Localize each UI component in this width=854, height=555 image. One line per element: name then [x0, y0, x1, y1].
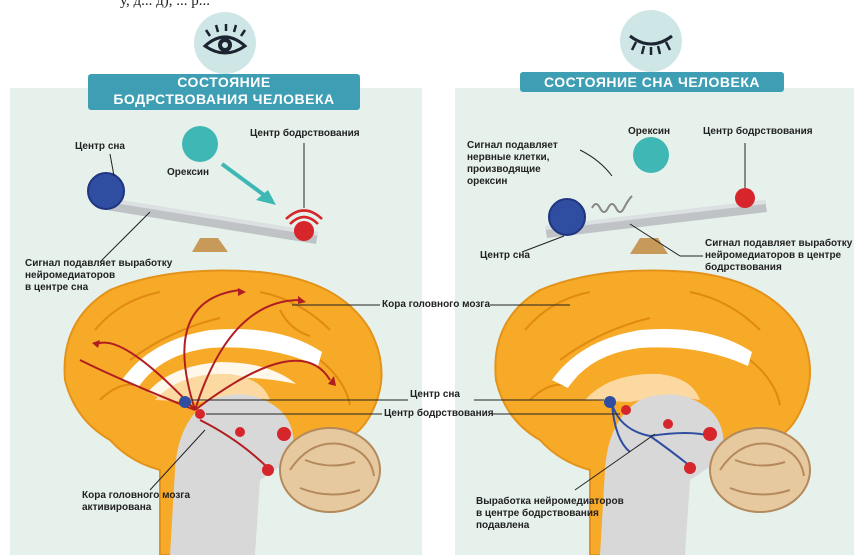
inhibit-signal-wave [592, 196, 632, 212]
awake-seesaw [106, 198, 318, 252]
left-signal-line2: нейромедиаторов [25, 270, 172, 282]
awake-banner-line2: БОДРСТВОВАНИЯ ЧЕЛОВЕКА [88, 91, 360, 108]
right-wake-center-ball [735, 188, 755, 208]
right-signal-line3: производящие [467, 164, 558, 176]
production-suppressed-label: Выработка нейромедиаторов в центре бодрс… [476, 496, 624, 532]
right-signal2-line2: нейромедиаторов в центре [705, 250, 852, 262]
right-orexin-ball [633, 137, 669, 173]
left-signal-line3: в центре сна [25, 282, 172, 294]
awake-state-banner: СОСТОЯНИЕ БОДРСТВОВАНИЯ ЧЕЛОВЕКА [88, 74, 360, 110]
right-signal2-line1: Сигнал подавляет выработку [705, 238, 852, 250]
left-signal-label: Сигнал подавляет выработку нейромедиатор… [25, 258, 172, 294]
right-signal-line2: нервные клетки, [467, 152, 558, 164]
right-signal-wake-label: Сигнал подавляет выработку нейромедиатор… [705, 238, 852, 274]
production-line2: в центре бодрствования [476, 508, 624, 520]
awake-banner-line1: СОСТОЯНИЕ [88, 74, 360, 91]
right-sleep-center-label: Центр сна [480, 250, 530, 262]
production-line3: подавлена [476, 520, 624, 532]
closed-eye-icon [630, 36, 672, 55]
right-signal2-line3: бодрствования [705, 262, 852, 274]
cortex-activated-line1: Кора головного мозга [82, 490, 190, 502]
open-eye-icon [205, 24, 245, 53]
left-sleep-center-ball [88, 173, 124, 209]
cortex-label: Кора головного мозга [382, 299, 490, 311]
left-wake-center-ball [294, 221, 314, 241]
cortex-activated-line2: активирована [82, 502, 190, 514]
left-signal-line1: Сигнал подавляет выработку [25, 258, 172, 270]
left-wake-center-label: Центр бодрствования [250, 128, 360, 140]
right-signal-line1: Сигнал подавляет [467, 140, 558, 152]
center-sleep-center-label: Центр сна [410, 389, 460, 401]
center-wake-center-label: Центр бодрствования [384, 408, 494, 420]
production-line1: Выработка нейромедиаторов [476, 496, 624, 508]
sleep-state-banner: СОСТОЯНИЕ СНА ЧЕЛОВЕКА [520, 72, 784, 92]
right-signal-line4: орексин [467, 176, 558, 188]
right-sleep-center-ball [549, 199, 585, 235]
sleep-banner-text: СОСТОЯНИЕ СНА ЧЕЛОВЕКА [544, 74, 760, 90]
left-orexin-ball [182, 126, 218, 162]
right-wake-center-label: Центр бодрствования [703, 126, 813, 138]
right-signal-orexin-label: Сигнал подавляет нервные клетки, произво… [467, 140, 558, 188]
left-orexin-label: Орексин [167, 167, 209, 179]
right-orexin-label: Орексин [628, 126, 670, 138]
left-sleep-center-label: Центр сна [75, 141, 125, 153]
orexin-arrow [222, 164, 268, 198]
cortex-activated-label: Кора головного мозга активирована [82, 490, 190, 514]
